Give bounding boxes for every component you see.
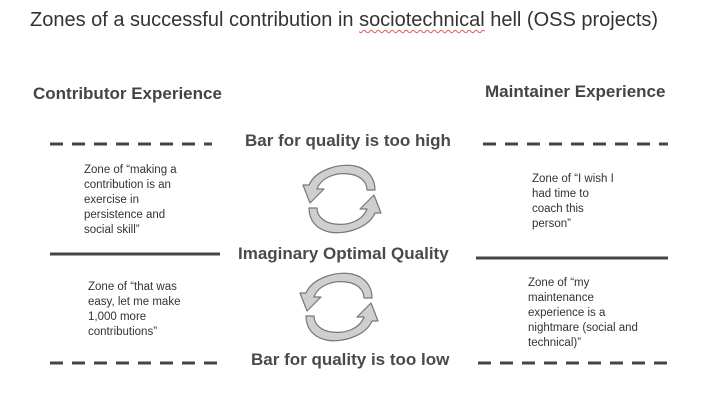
title-flagged-word: sociotechnical <box>359 9 485 31</box>
bar-too-high-label: Bar for quality is too high <box>245 131 451 150</box>
contributor-high-zone-text: Zone of “making a contribution is an exe… <box>84 164 177 236</box>
title-text-after: hell (OSS projects) <box>484 9 659 31</box>
optimal-quality-label: Imaginary Optimal Quality <box>238 244 449 263</box>
refresh-cycle-icon <box>299 272 379 342</box>
maintainer-high-zone-text: Zone of “I wish I had time to coach this… <box>532 173 614 230</box>
contributor-low-zone-text: Zone of “that was easy, let me make 1,00… <box>88 281 181 338</box>
contributor-experience-heading: Contributor Experience <box>33 84 222 103</box>
page-title: Zones of a successful contribution in so… <box>30 9 658 32</box>
refresh-cycle-icon <box>302 164 382 234</box>
maintainer-low-zone-text: Zone of “my maintenance experience is a … <box>528 277 638 349</box>
bar-too-low-label: Bar for quality is too low <box>251 350 450 369</box>
maintainer-experience-heading: Maintainer Experience <box>485 82 666 101</box>
title-text-before: Zones of a successful contribution in <box>30 9 360 31</box>
